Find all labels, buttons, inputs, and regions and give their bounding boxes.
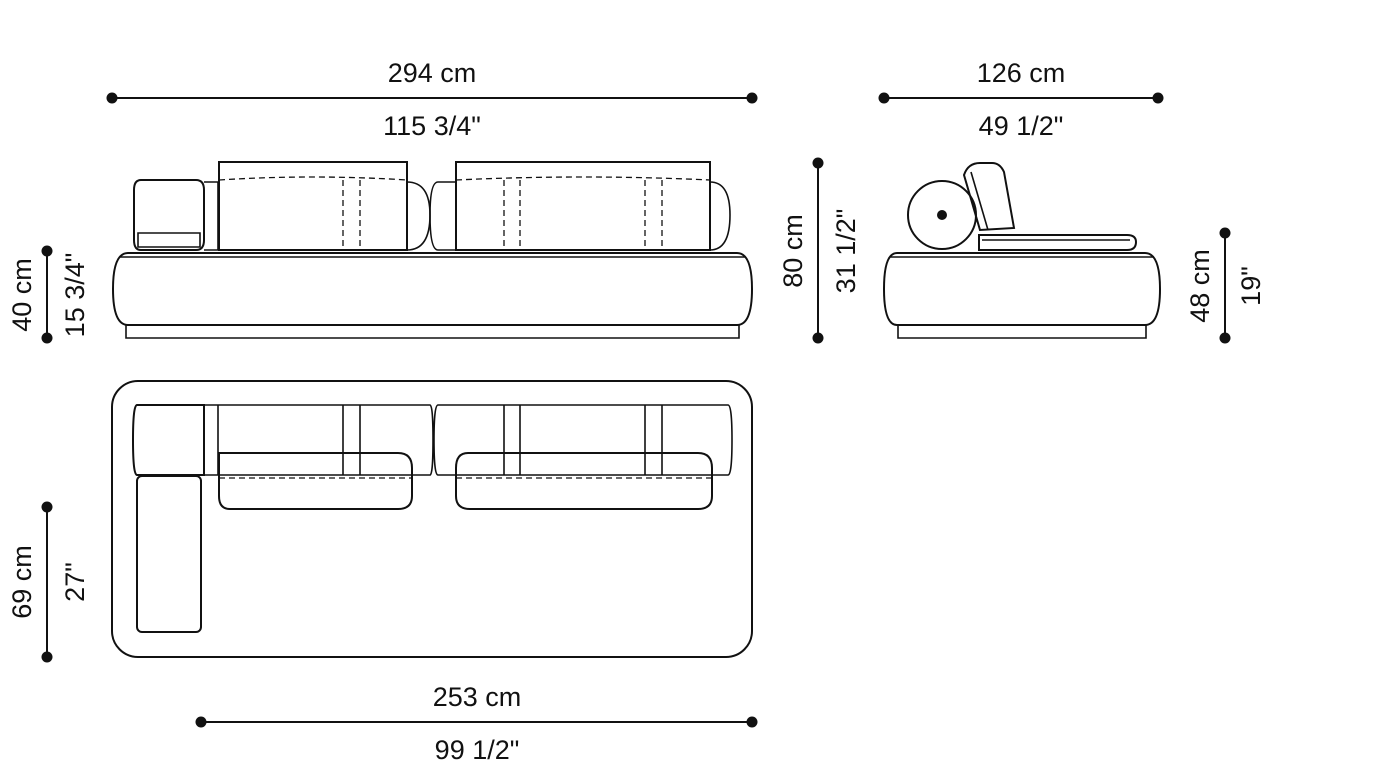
- side-height-in-label: 19": [1236, 266, 1266, 306]
- front-width-in-label: 115 3/4": [383, 111, 481, 141]
- plan-width-in-label: 99 1/2": [435, 735, 520, 765]
- plan-depth-dimension: 69 cm 27": [7, 501, 90, 663]
- front-width-dimension: 294 cm 115 3/4": [106, 58, 758, 141]
- side-depth-in-label: 49 1/2": [979, 111, 1064, 141]
- seat-height-in-label: 15 3/4": [60, 253, 90, 338]
- plan-view: [111, 380, 753, 658]
- side-depth-cm-label: 126 cm: [977, 58, 1066, 88]
- plan-depth-in-label: 27": [60, 562, 90, 602]
- seat-height-cm-label: 40 cm: [7, 258, 37, 332]
- total-height-in-label: 31 1/2": [831, 209, 861, 294]
- front-width-cm-label: 294 cm: [388, 58, 477, 88]
- side-height-cm-label: 48 cm: [1185, 249, 1215, 323]
- front-elevation-view: [111, 161, 754, 339]
- side-depth-dimension: 126 cm 49 1/2": [878, 58, 1164, 141]
- total-height-cm-label: 80 cm: [778, 214, 808, 288]
- total-height-dimension: 80 cm 31 1/2": [778, 157, 861, 344]
- seat-height-dimension: 40 cm 15 3/4": [7, 245, 90, 344]
- side-height-dimension: 48 cm 19": [1185, 227, 1266, 344]
- plan-width-cm-label: 253 cm: [433, 682, 522, 712]
- plan-depth-cm-label: 69 cm: [7, 545, 37, 619]
- side-elevation-view: [882, 162, 1162, 339]
- plan-width-dimension: 253 cm 99 1/2": [195, 682, 758, 765]
